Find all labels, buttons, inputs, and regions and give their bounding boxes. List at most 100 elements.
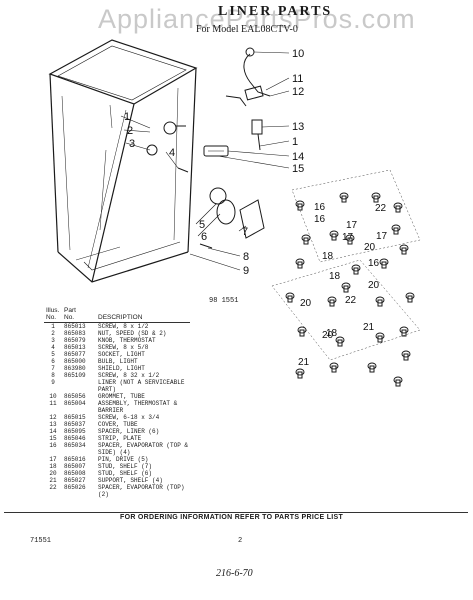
- stud-icon: [393, 202, 403, 213]
- stud-icon: [391, 224, 401, 235]
- illus-no-cell: 9: [51, 379, 55, 386]
- stud-icon: [295, 368, 305, 379]
- illus-no-cell: 22: [49, 484, 57, 491]
- part-no-cell: 865008: [64, 470, 86, 477]
- part-no-cell: 865027: [64, 477, 86, 484]
- table-row: 21 865027 SUPPORT, SHELF (4): [44, 477, 190, 484]
- col-illus-no: No.: [44, 314, 62, 323]
- description-cell: LINER (NOT A SERVICEABLE PART): [98, 379, 185, 393]
- stud-icons: [285, 192, 415, 387]
- part-no-cell: 865013: [64, 323, 86, 330]
- illus-no-cell: 5: [51, 351, 55, 358]
- handwritten-signature: 216-6-70: [216, 568, 253, 579]
- illus-no-cell: 10: [49, 393, 57, 400]
- footer-left-code: 71551: [30, 537, 52, 545]
- table-row: 9 LINER (NOT A SERVICEABLE PART): [44, 379, 190, 393]
- illus-no-cell: 2: [51, 330, 55, 337]
- part-no-cell: 865046: [64, 435, 86, 442]
- illus-no-cell: 14: [49, 428, 57, 435]
- illus-no-cell: 12: [49, 414, 57, 421]
- table-row: 3 865079 KNOB, THERMOSTAT: [44, 337, 190, 344]
- illus-no-cell: 21: [49, 477, 57, 484]
- callout-number: 20: [364, 242, 376, 253]
- part-no-cell: 865109: [64, 372, 86, 379]
- stud-icon: [345, 234, 355, 245]
- callout-leader-line: [189, 253, 241, 271]
- part-no-cell: 865083: [64, 330, 86, 337]
- callout-number: 12: [292, 86, 304, 98]
- description-cell: SCREW, 8 x 1/2: [98, 323, 149, 330]
- callout-number: 17: [346, 220, 358, 231]
- callout-number: 16: [368, 258, 380, 269]
- stud-icon: [351, 264, 361, 275]
- description-cell: ASSEMBLY, THERMOSTAT & BARRIER: [98, 400, 178, 414]
- part-no-cell: [62, 379, 96, 393]
- callout-leader-line: [197, 213, 221, 237]
- stud-icon: [375, 332, 385, 343]
- callout-number: 1: [292, 136, 298, 148]
- callout-number: 20: [368, 280, 380, 291]
- liner-spacer-strip: [203, 145, 229, 157]
- part-no-cell: 865056: [64, 393, 86, 400]
- stud-icon: [393, 376, 403, 387]
- description-cell: KNOB, THERMOSTAT: [98, 337, 156, 344]
- stud-icon: [285, 292, 295, 303]
- stud-icon: [327, 296, 337, 307]
- description-cell: SCREW, 8 32 x 1/2: [98, 372, 160, 379]
- callout-number: 7: [242, 226, 248, 238]
- stud-icon: [297, 326, 307, 337]
- callout-number: 2: [127, 125, 133, 137]
- part-no-cell: 865034: [64, 442, 86, 449]
- col-part-no: No.: [62, 314, 96, 323]
- stud-icon: [405, 292, 415, 303]
- callout-leader-line: [195, 203, 217, 225]
- description-cell: SPACER, LINER (6): [98, 428, 160, 435]
- description-cell: STUD, SHELF (7): [98, 463, 153, 470]
- callout-number: 14: [292, 151, 304, 163]
- illus-no-cell: 17: [49, 456, 57, 463]
- col-description: DESCRIPTION: [96, 314, 190, 323]
- illus-no-cell: 8: [51, 372, 55, 379]
- illus-no-cell: 4: [51, 344, 55, 351]
- part-no-cell: 865079: [64, 337, 86, 344]
- callout-number: 1: [124, 111, 130, 123]
- footer-page-mark: 2: [238, 537, 243, 545]
- description-cell: SUPPORT, SHELF (4): [98, 477, 163, 484]
- callout-number: 10: [292, 48, 304, 60]
- callout-number: 6: [201, 231, 207, 243]
- callout-number: 11: [292, 73, 303, 85]
- stud-icon: [379, 258, 389, 269]
- callout-number: 18: [329, 271, 341, 282]
- part-no-cell: 865016: [64, 456, 86, 463]
- callout-leader-line: [217, 155, 290, 169]
- illus-no-cell: 3: [51, 337, 55, 344]
- callout-number: 21: [363, 322, 375, 333]
- description-cell: COVER, TUBE: [98, 421, 138, 428]
- illus-no-cell: 13: [49, 421, 57, 428]
- stud-icon: [341, 282, 351, 293]
- callout-number: 18: [322, 251, 334, 262]
- callout-number: 16: [314, 214, 326, 225]
- stud-icon: [295, 200, 305, 211]
- callout-number: 13: [292, 121, 304, 133]
- callout-number: 16: [314, 202, 326, 213]
- callout-leader-line: [207, 247, 241, 257]
- callout-leader-line: [120, 115, 151, 129]
- callout-leader-line: [227, 150, 290, 157]
- stud-icon: [339, 192, 349, 203]
- stud-icon: [335, 336, 345, 347]
- description-cell: STRIP, PLATE: [98, 435, 142, 442]
- illus-no-cell: 16: [49, 442, 57, 449]
- spacer-stud-group: [271, 169, 421, 361]
